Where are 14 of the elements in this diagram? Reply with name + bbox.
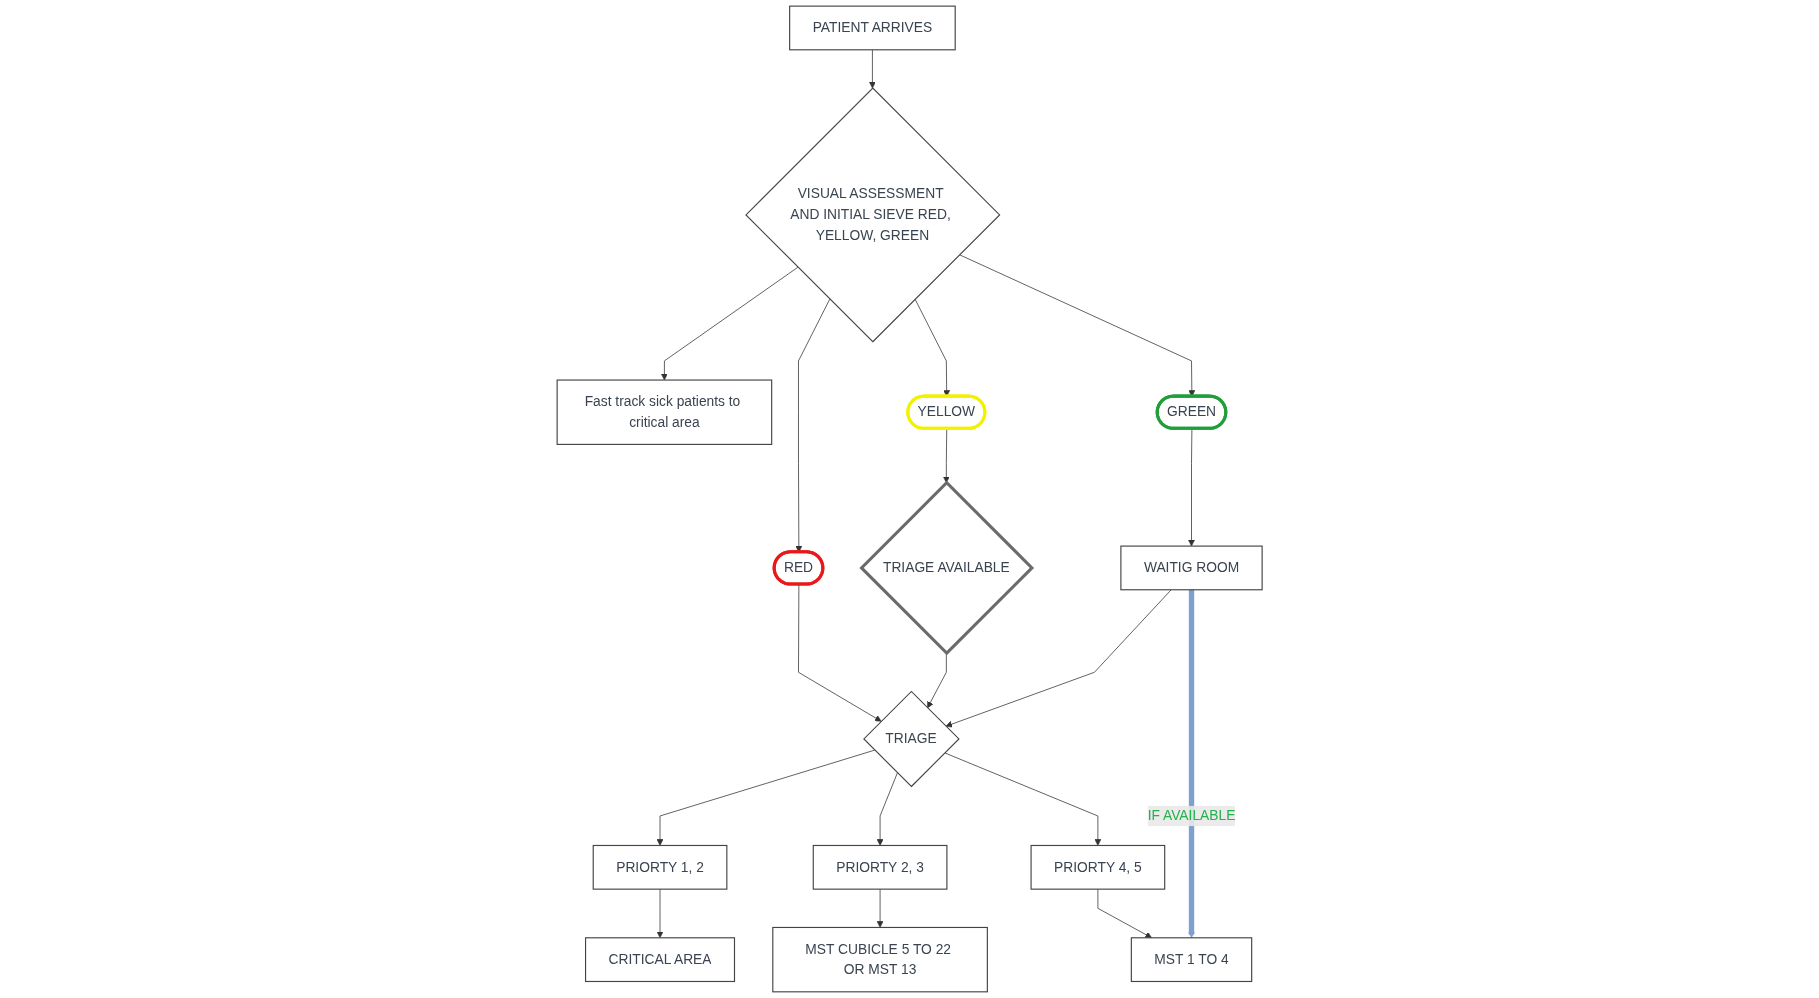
arrow [1188,589,1195,939]
node-diamond: TRIAGE AVAILABLE [859,480,1034,656]
node-box: MST CUBICLE 5 TO 22 OR MST 13 [772,926,988,993]
edge-label: IF AVAILABLE [1147,807,1236,824]
node-diamond: TRIAGE [862,690,960,788]
node-box: PATIENT ARRIVES [788,5,956,51]
node-box: Fast track sick patients to critical area [556,379,773,445]
node-box: CRITICAL AREA [584,937,735,983]
node-box: WAITIG ROOM [1120,545,1263,591]
node-box: PRIORTY 2, 3 [812,844,948,890]
node-box: PRIORTY 4, 5 [1030,844,1166,890]
node-box: PRIORTY 1, 2 [592,844,728,890]
node-box: MST 1 TO 4 [1130,937,1253,983]
node-diamond: VISUAL ASSESSMENT AND INITIAL SIEVE RED, YELLOW, GREEN [745,87,1001,343]
